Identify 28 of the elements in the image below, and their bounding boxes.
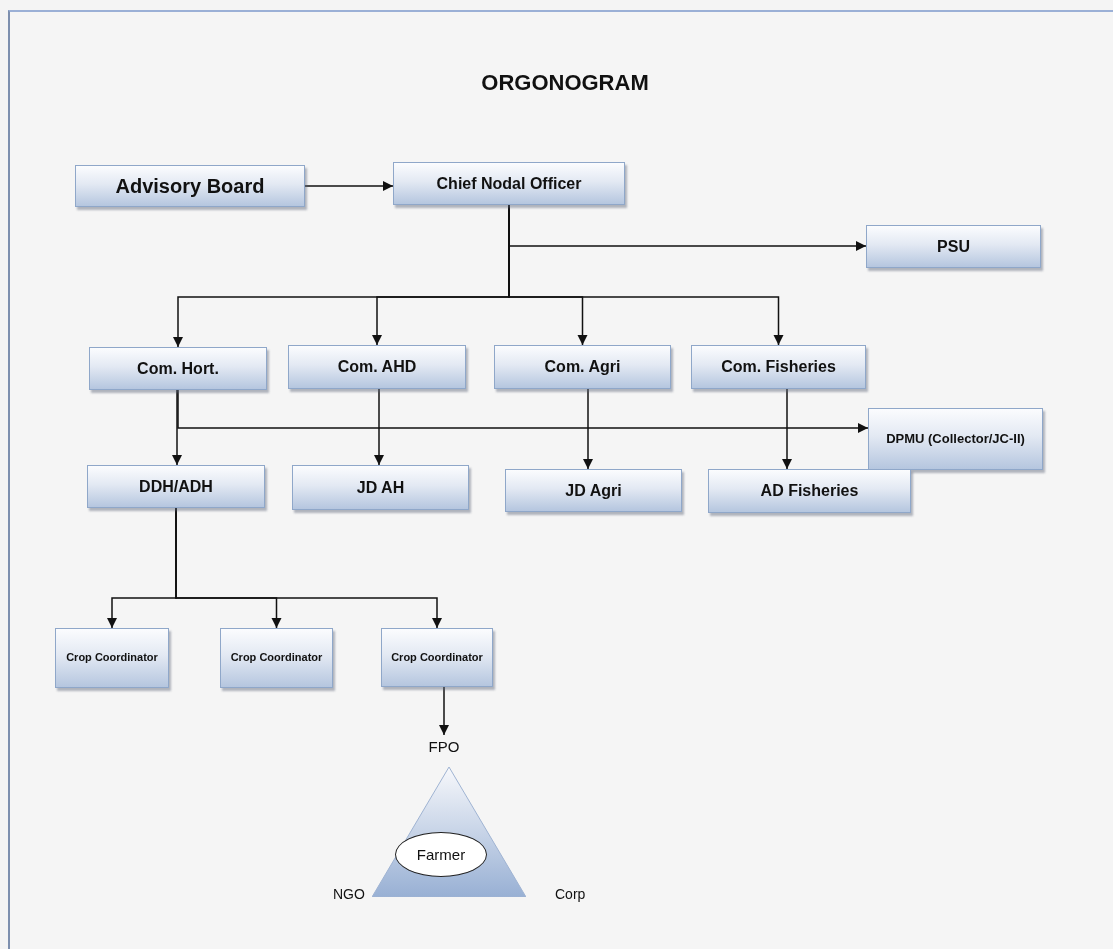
arrow bbox=[171, 389, 183, 466]
org-box: JD AH bbox=[292, 465, 469, 510]
org-box: DDH/ADH bbox=[87, 465, 265, 508]
org-box: Crop Coordinator bbox=[381, 628, 493, 687]
org-box: Com. Agri bbox=[494, 345, 671, 389]
arrow bbox=[304, 180, 394, 192]
org-box: PSU bbox=[866, 225, 1041, 268]
arrow bbox=[582, 388, 594, 470]
org-box: Com. Hort. bbox=[89, 347, 267, 390]
arrow bbox=[781, 388, 793, 470]
org-box: Crop Coordinator bbox=[220, 628, 333, 688]
org-box: Chief Nodal Officer bbox=[393, 162, 625, 205]
corner-label: NGO bbox=[333, 886, 365, 902]
node-label: FPO bbox=[425, 735, 463, 757]
arrow bbox=[177, 389, 869, 434]
arrow bbox=[373, 388, 385, 466]
org-box: AD Fisheries bbox=[708, 469, 911, 513]
org-box: Com. AHD bbox=[288, 345, 466, 389]
corner-label: Corp bbox=[555, 886, 586, 902]
org-box: JD Agri bbox=[505, 469, 682, 512]
arrow bbox=[175, 507, 443, 629]
org-box: Com. Fisheries bbox=[691, 345, 866, 389]
diagram-title: ORGONOGRAM bbox=[480, 70, 650, 96]
org-box: Crop Coordinator bbox=[55, 628, 169, 688]
arrow bbox=[438, 686, 450, 736]
org-box: Advisory Board bbox=[75, 165, 305, 207]
triangle-shape bbox=[372, 767, 526, 897]
org-box: DPMU (Collector/JC-II) bbox=[868, 408, 1043, 470]
